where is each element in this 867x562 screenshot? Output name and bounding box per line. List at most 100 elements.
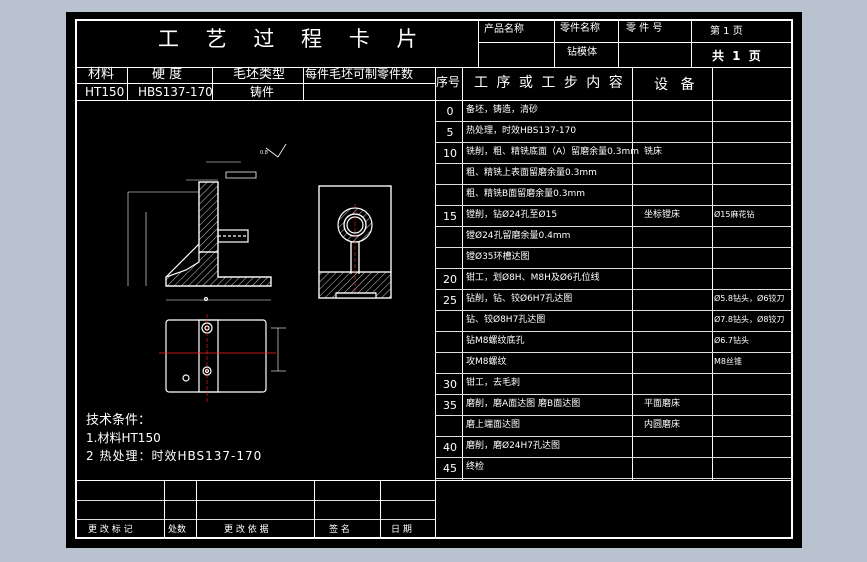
- footer-col-1: [164, 480, 165, 539]
- process-tool: Ø5.8钻头，Ø6铰刀: [714, 294, 785, 303]
- header-divider-4: [691, 19, 692, 67]
- process-row-line: [435, 394, 793, 395]
- footer-signature: 签 名: [329, 525, 350, 535]
- process-table-left: [435, 67, 436, 539]
- process-content: 攻M8螺纹: [466, 357, 507, 367]
- process-equipment: 内圆磨床: [644, 420, 681, 430]
- tech-conditions-title: 技术条件：: [86, 413, 152, 428]
- blank-type-value: 铸件: [250, 85, 275, 99]
- total-sheets-label: 共 1 页: [712, 49, 763, 63]
- part-name-label: 零件名称: [560, 23, 600, 34]
- material-mid-line: [75, 83, 435, 84]
- process-row-line: [435, 436, 793, 437]
- process-no: 45: [443, 462, 457, 475]
- process-no: 10: [443, 147, 457, 160]
- seq-no-header: 序号: [436, 75, 461, 89]
- process-content: 磨削，磨Ø24H7孔达图: [466, 441, 561, 451]
- process-no: 40: [443, 441, 457, 454]
- part-name-value: 钻模体: [567, 47, 597, 58]
- process-content: 粗、精铣B面留磨余量0.3mm: [466, 189, 586, 199]
- process-no: 25: [443, 294, 457, 307]
- blank-type-header: 毛坯类型: [233, 67, 286, 82]
- footer-count: 处数: [168, 525, 187, 535]
- process-row-line: [435, 310, 793, 311]
- process-content: 钳工，划Ø8H、M8H及Ø6孔位线: [466, 273, 600, 283]
- footer-col-3: [314, 480, 315, 539]
- header-mid-line: [478, 42, 793, 43]
- process-row-line: [435, 289, 793, 290]
- process-no: 35: [443, 399, 457, 412]
- footer-col-4: [380, 480, 381, 539]
- process-equipment: 平面磨床: [644, 399, 681, 409]
- process-row-line: [435, 415, 793, 416]
- process-row-line: [435, 478, 793, 479]
- material-col-2: [212, 67, 213, 100]
- process-content: 钻、铰Ø8H7孔达图: [466, 315, 546, 325]
- process-row-line: [435, 457, 793, 458]
- header-bottom-line: [75, 67, 793, 68]
- header-divider-3: [618, 19, 619, 67]
- material-col-3: [303, 67, 304, 100]
- equipment-header: 设 备: [654, 77, 699, 93]
- hardness-header: 硬 度: [152, 67, 183, 82]
- footer-row-line: [75, 500, 435, 501]
- process-no: 5: [446, 126, 454, 139]
- process-no: 0: [446, 105, 454, 118]
- footer-change-basis: 更 改 依 据: [224, 525, 269, 535]
- product-name-label: 产品名称: [484, 24, 524, 35]
- process-content: 热处理，时效HBS137-170: [466, 126, 577, 136]
- process-no: 20: [443, 273, 457, 286]
- process-tool: Ø15麻花钻: [714, 210, 755, 219]
- process-content: 钻M8螺纹底孔: [466, 336, 525, 346]
- process-content: 镗Ø24孔留磨余量0.4mm: [466, 231, 571, 241]
- tech-condition-2: 2 热处理：时效HBS137-170: [86, 449, 263, 463]
- tech-condition-1: 1.材料HT150: [86, 431, 161, 445]
- process-content: 钳工，去毛刺: [466, 378, 521, 388]
- process-row-line: [435, 205, 793, 206]
- process-row-line: [435, 142, 793, 143]
- process-row-line: [435, 268, 793, 269]
- sheet-frame: [75, 19, 793, 539]
- process-header-line: [435, 100, 793, 101]
- process-content: 粗、精铣上表面留磨余量0.3mm: [466, 168, 597, 178]
- process-row-line: [435, 352, 793, 353]
- process-content: 终检: [466, 462, 485, 472]
- sheet-number-label: 第 1 页: [710, 26, 743, 37]
- process-equipment: 坐标镗床: [644, 210, 681, 220]
- footer-change-mark: 更 改 标 记: [88, 525, 133, 535]
- hardness-value: HBS137-170: [138, 85, 213, 99]
- process-row-line: [435, 121, 793, 122]
- process-row-line: [435, 373, 793, 374]
- process-content: 铣削，粗、精铣底面（A）留磨余量0.3mm: [466, 147, 640, 157]
- parts-per-blank-header: 每件毛坯可制零件数: [305, 67, 414, 81]
- svg-text:0.8: 0.8: [260, 150, 268, 156]
- process-row-line: [435, 163, 793, 164]
- footer-date: 日 期: [391, 525, 412, 535]
- process-col-equipment: [632, 67, 633, 480]
- process-row-line: [435, 247, 793, 248]
- drawing-sheet: 工 艺 过 程 卡 片 产品名称 零件名称 零 件 号 第 1 页 钻模体 共 …: [66, 12, 802, 548]
- process-col-no: [462, 67, 463, 480]
- material-bottom-line: [75, 100, 435, 101]
- process-no: 15: [443, 210, 457, 223]
- process-equipment: 铣床: [644, 147, 663, 157]
- process-content: 钻削，钻、铰Ø6H7孔达图: [466, 294, 573, 304]
- process-content: 镗削，钻Ø24孔至Ø15: [466, 210, 558, 220]
- process-col-tool: [712, 67, 713, 480]
- card-title: 工 艺 过 程 卡 片: [158, 27, 428, 51]
- material-header: 材料: [88, 67, 115, 82]
- process-content: 磨削，磨A面达图 磨B面达图: [466, 399, 581, 409]
- process-row-line: [435, 331, 793, 332]
- process-content: 磨上端面达图: [466, 420, 521, 430]
- header-divider-2: [554, 19, 555, 67]
- process-tool: M8丝锥: [714, 357, 742, 366]
- process-tool: Ø7.8钻头，Ø8铰刀: [714, 315, 785, 324]
- footer-row-line-2: [75, 519, 435, 520]
- material-value: HT150: [85, 85, 125, 99]
- part-no-label: 零 件 号: [626, 23, 663, 34]
- material-col-1: [127, 67, 128, 100]
- process-content: 备坯，铸造，清砂: [466, 105, 539, 115]
- part-drawing: 0.8: [127, 143, 392, 402]
- footer-top-line: [75, 480, 793, 481]
- process-row-line: [435, 184, 793, 185]
